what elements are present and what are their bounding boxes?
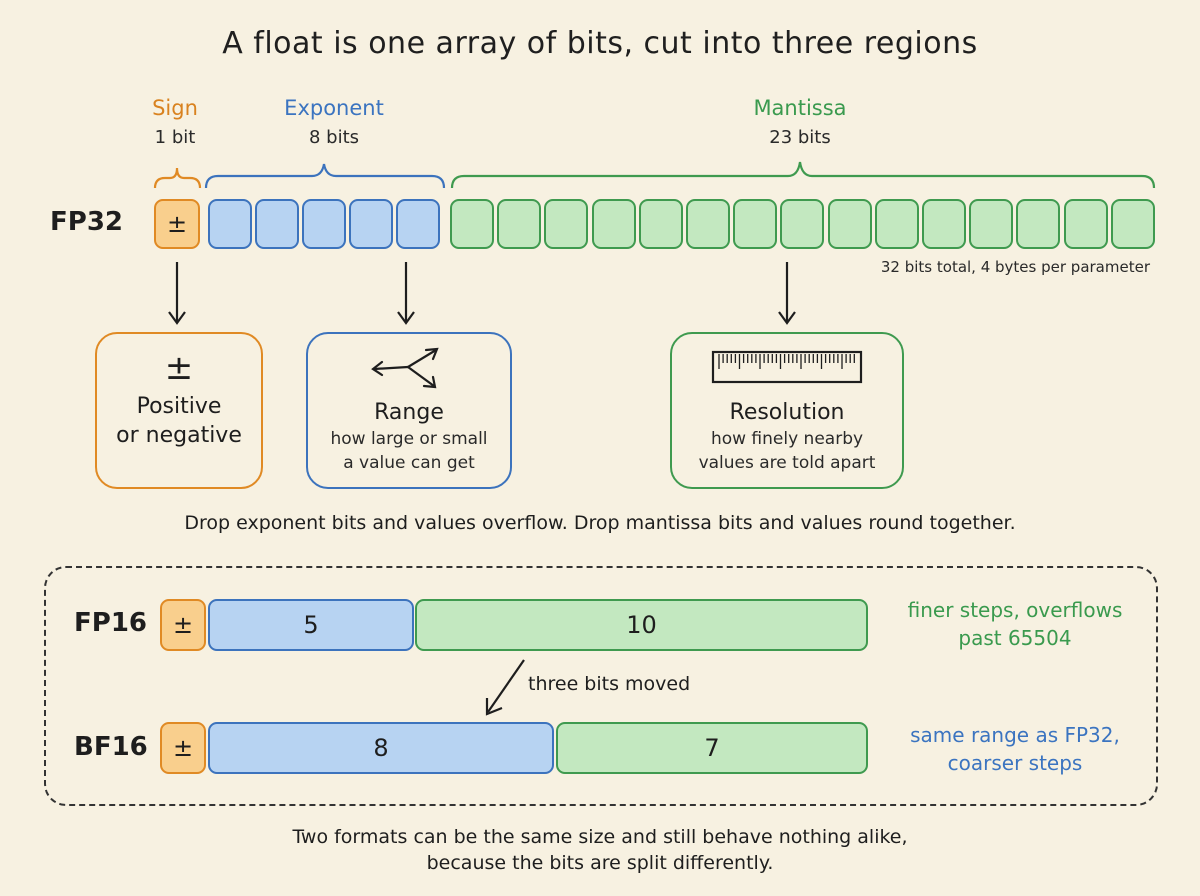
resolution-box-desc-2: values are told apart [698, 453, 876, 473]
bf16-mantissa-bits: 7 [704, 734, 720, 762]
bf16-sign-cell: ± [160, 722, 206, 774]
footer-line-1: Two formats can be the same size and sti… [292, 826, 908, 848]
sign-meaning-box: ± Positive or negative [95, 332, 263, 489]
sign-label: Sign [152, 96, 198, 120]
spread-arrows-icon [371, 347, 439, 389]
fp16-exponent-bits: 5 [303, 611, 319, 639]
sign-bits-label: 1 bit [154, 127, 196, 148]
fp16-note-line2: past 65504 [958, 626, 1072, 650]
fp32-sign-cell: ± [154, 199, 200, 249]
fp32-sign-symbol: ± [166, 210, 188, 238]
ruler-icon [711, 350, 863, 384]
plus-minus-icon: ± [164, 348, 194, 388]
fp16-note: finer steps, overflows past 65504 [876, 596, 1154, 652]
fp32-mantissa-bit-cell [686, 199, 730, 249]
bf16-label: BF16 [74, 732, 148, 762]
bits-moved-arrow [487, 659, 525, 713]
exponent-bits-label: 8 bits [308, 127, 360, 148]
fp16-mantissa-cell: 10 [415, 599, 868, 651]
format-comparison-panel [44, 566, 1158, 806]
bf16-mantissa-cell: 7 [556, 722, 868, 774]
diagram-title: A float is one array of bits, cut into t… [222, 26, 978, 61]
bf16-exponent-cell: 8 [208, 722, 554, 774]
range-box-desc-1: how large or small [330, 429, 488, 449]
fp32-mantissa-bit-cell [450, 199, 494, 249]
fp32-exponent-bit-cell [349, 199, 393, 249]
fp16-sign-cell: ± [160, 599, 206, 651]
fp32-mantissa-bit-cell [591, 199, 636, 249]
fp16-sign-symbol: ± [172, 611, 194, 639]
fp32-total-note: 32 bits total, 4 bytes per parameter [880, 258, 1150, 276]
bf16-note-line1: same range as FP32, [910, 723, 1120, 747]
range-box-title: Range [374, 400, 444, 425]
fp32-mantissa-bit-cell [922, 199, 966, 249]
mantissa-label: Mantissa [753, 96, 847, 120]
fp32-mantissa-bit-cell [497, 199, 542, 249]
exponent-brace [204, 163, 446, 189]
fp32-mantissa-bit-cell [827, 199, 872, 249]
three-bits-moved-label: three bits moved [528, 673, 691, 695]
fp32-exponent-bit-cell [208, 199, 252, 249]
fp32-mantissa-bit-cell [874, 199, 919, 249]
fp32-mantissa-bit-cell [1063, 199, 1108, 249]
mantissa-brace [450, 161, 1156, 189]
fp32-mantissa-bit-cell [780, 199, 825, 249]
fp16-note-line1: finer steps, overflows [907, 598, 1123, 622]
fp32-exponent-bit-cell [302, 199, 346, 249]
fp32-mantissa-bit-cell [969, 199, 1014, 249]
exponent-label: Exponent [284, 96, 384, 120]
fp16-mantissa-bits: 10 [626, 611, 657, 639]
sign-box-title-line2: or negative [116, 423, 242, 448]
range-box-desc-2: a value can get [343, 453, 475, 473]
sign-brace [153, 167, 202, 189]
footer-line-2: because the bits are split differently. [426, 852, 774, 874]
fp32-exponent-bit-cell [255, 199, 299, 249]
resolution-box-desc-1: how finely nearby [710, 429, 864, 449]
fp32-label: FP32 [50, 207, 123, 237]
fp16-exponent-cell: 5 [208, 599, 414, 651]
fp32-mantissa-bit-cell [1110, 199, 1155, 249]
sign-box-title: Positive [136, 394, 222, 419]
bf16-sign-symbol: ± [172, 734, 194, 762]
resolution-meaning-box: Resolution how finely nearby values are … [670, 332, 904, 489]
bf16-note: same range as FP32, coarser steps [876, 721, 1154, 777]
mantissa-bits-label: 23 bits [769, 127, 831, 148]
fp32-mantissa-bit-cell [638, 199, 683, 249]
fp16-label: FP16 [74, 608, 147, 638]
fp32-mantissa-bit-cell [733, 199, 778, 249]
fp32-mantissa-bit-cell [1016, 199, 1061, 249]
fp32-exponent-bit-cell [396, 199, 440, 249]
bf16-note-line2: coarser steps [947, 751, 1083, 775]
overflow-round-statement: Drop exponent bits and values overflow. … [184, 512, 1016, 534]
resolution-box-title: Resolution [729, 400, 845, 425]
range-meaning-box: Range how large or small a value can get [306, 332, 512, 489]
fp32-mantissa-bit-cell [544, 199, 589, 249]
bf16-exponent-bits: 8 [373, 734, 389, 762]
